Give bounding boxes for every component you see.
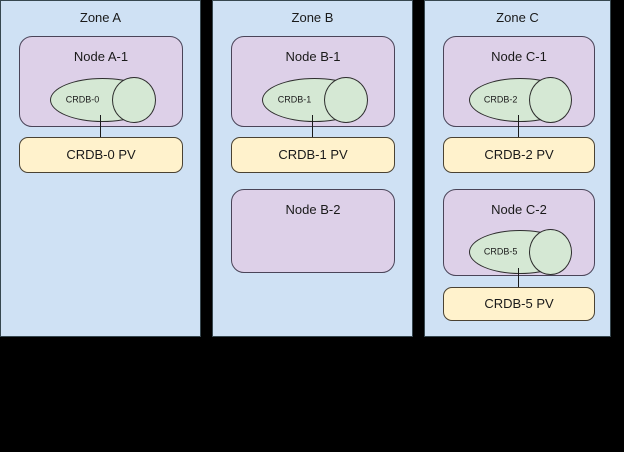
pv-crdb-0-label: CRDB-0 PV: [66, 147, 136, 162]
cylinder-end-cap: [111, 77, 156, 123]
zone-a-label: Zone A: [79, 10, 122, 25]
pv-crdb-1: CRDB-1 PV: [231, 137, 395, 173]
pv-crdb-5-label: CRDB-5 PV: [484, 296, 554, 311]
node-b-1-label: Node B-1: [285, 49, 341, 64]
cylinder-end-cap: [529, 229, 572, 275]
database-label-crdb-5: CRDB-5: [483, 246, 518, 257]
pv-crdb-1-label: CRDB-1 PV: [278, 147, 348, 162]
zone-b: Zone B Node B-1 CRDB-1 CRDB-1 PV Node B-…: [212, 0, 413, 337]
pv-crdb-2-label: CRDB-2 PV: [484, 147, 554, 162]
database-label-crdb-2: CRDB-2: [483, 94, 518, 105]
database-label-crdb-1: CRDB-1: [277, 94, 312, 105]
pv-crdb-0: CRDB-0 PV: [19, 137, 183, 173]
zone-c-label: Zone C: [496, 10, 539, 25]
node-a-1-label: Node A-1: [73, 49, 129, 64]
zone-b-label: Zone B: [291, 10, 334, 25]
cylinder-end-cap: [323, 77, 368, 123]
connector-node-c-2-to-pv: [518, 268, 519, 287]
database-cylinder-crdb-0: CRDB-0: [50, 77, 156, 123]
node-b-1: Node B-1 CRDB-1: [231, 36, 395, 127]
zone-c: Zone C Node C-1 CRDB-2 CRDB-2 PV Node C-…: [424, 0, 611, 337]
database-cylinder-crdb-1: CRDB-1: [262, 77, 368, 123]
node-c-2-label: Node C-2: [491, 202, 547, 217]
node-a-1: Node A-1 CRDB-0: [19, 36, 183, 127]
database-label-crdb-0: CRDB-0: [65, 94, 100, 105]
node-b-2: Node B-2: [231, 189, 395, 273]
connector-node-a-1-to-pv: [100, 115, 101, 137]
connector-node-c-1-to-pv: [518, 115, 519, 137]
zone-a: Zone A Node A-1 CRDB-0 CRDB-0 PV: [0, 0, 201, 337]
node-c-2: Node C-2 CRDB-5: [443, 189, 595, 276]
connector-node-b-1-to-pv: [312, 115, 313, 137]
node-c-1-label: Node C-1: [491, 49, 547, 64]
database-cylinder-crdb-5: CRDB-5: [469, 229, 572, 275]
database-cylinder-crdb-2: CRDB-2: [469, 77, 572, 123]
pv-crdb-2: CRDB-2 PV: [443, 137, 595, 173]
node-c-1: Node C-1 CRDB-2: [443, 36, 595, 127]
pv-crdb-5: CRDB-5 PV: [443, 287, 595, 321]
node-b-2-label: Node B-2: [285, 202, 341, 217]
cylinder-end-cap: [529, 77, 572, 123]
